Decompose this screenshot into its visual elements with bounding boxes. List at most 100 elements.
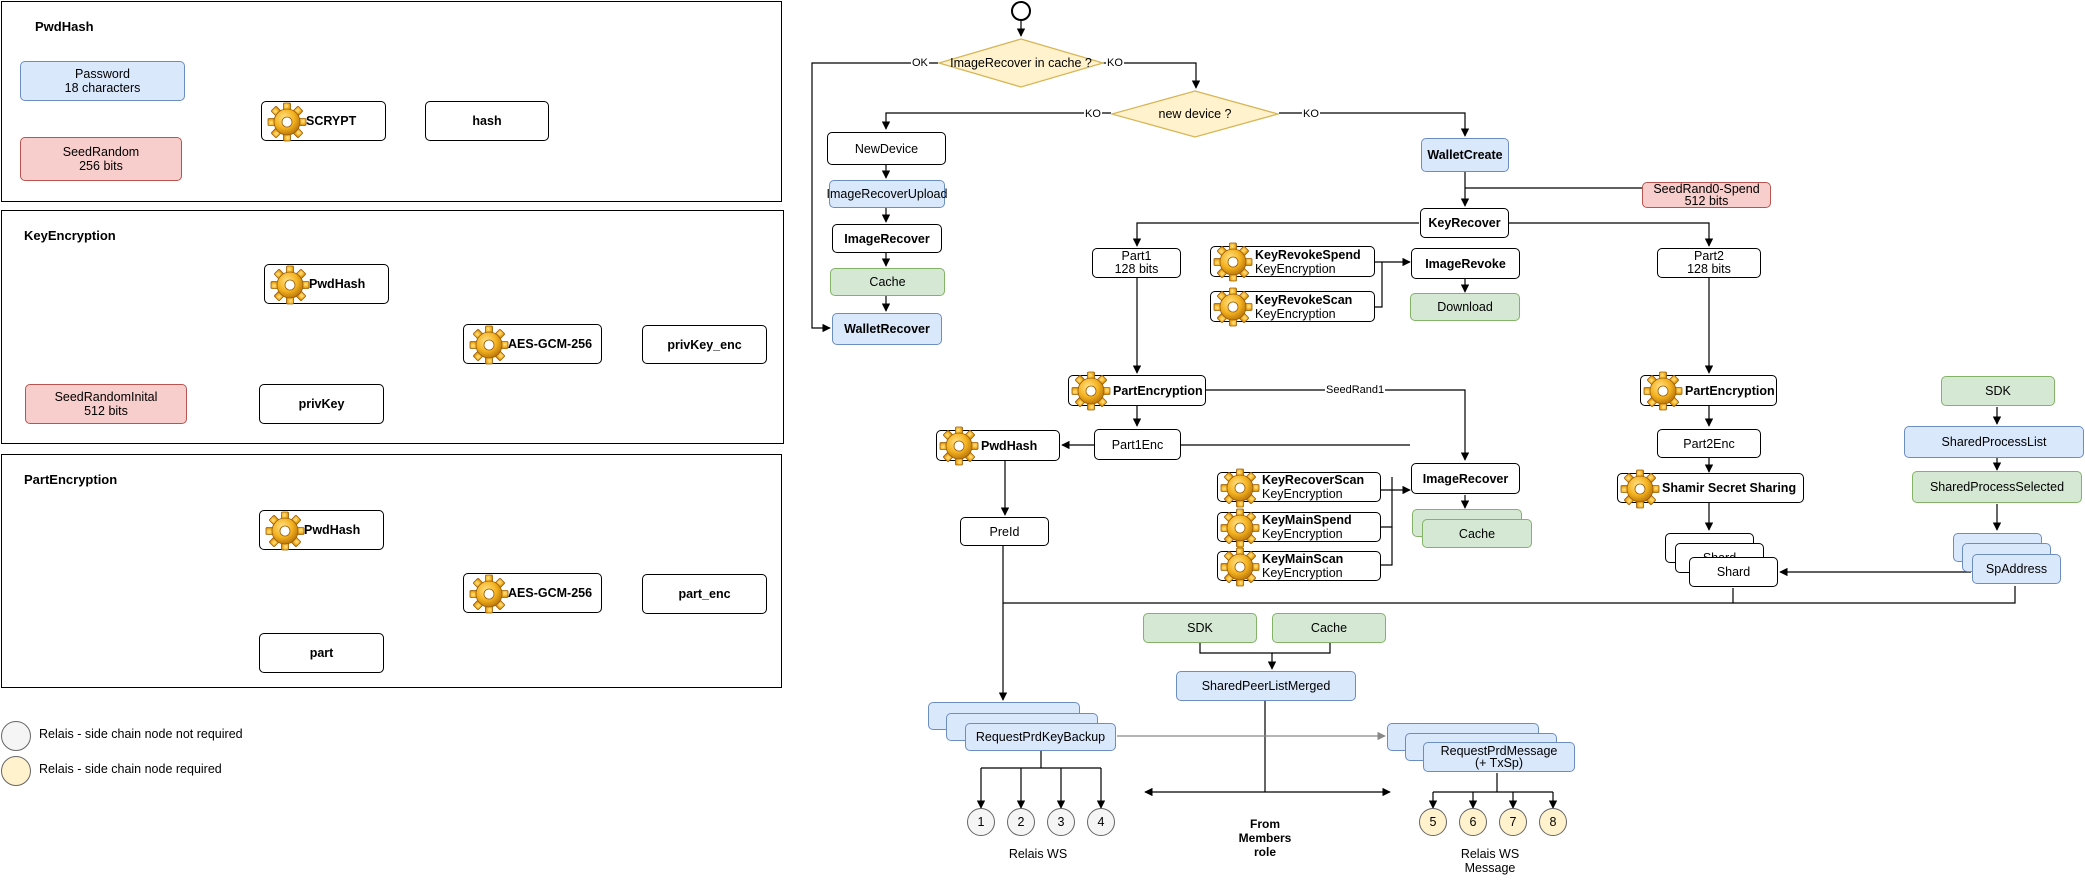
key-enc-pwdhash-label: PwdHash [309,277,366,291]
from-members-role-line3: role [1253,845,1276,859]
part-enc-aes-node: AES-GCM-256 [463,573,602,613]
legend-grey-swatch [1,721,31,751]
part-enc-pwdhash-node: PwdHash [259,510,384,550]
decision-cache-label: ImageRecover in cache ? [950,56,1092,70]
relais-node-1: 1 [967,808,995,836]
seed-random-initial-label: SeedRandomInital [54,390,158,404]
key-revoke-scan-label: KeyRevokeScan [1255,292,1353,307]
part1-node: Part1 128 bits [1092,248,1181,278]
part2-node: Part2 128 bits [1657,248,1761,278]
shard-node: Shard [1689,557,1778,587]
key-main-spend-detail: KeyEncryption [1262,527,1343,541]
part1-label: Part1 [1121,249,1152,263]
gear-icon [1220,547,1260,587]
key-recover-scan-label: KeyRecoverScan [1262,473,1365,487]
key-revoke-spend-label: KeyRevokeSpend [1255,247,1361,262]
download-node: Download [1410,293,1520,321]
request-prd-message-node: RequestPrdMessage (+ TxSp) [1423,742,1575,772]
key-main-spend-label: KeyMainSpend [1262,513,1352,527]
gear-icon [265,511,305,551]
shamir-secret-sharing-node: Shamir Secret Sharing [1617,473,1804,503]
part-encryption-2-node: PartEncryption [1640,375,1777,406]
legend-yellow-swatch [1,756,31,786]
part-enc-output-node: part_enc [642,574,767,614]
part2-enc-node: Part2Enc [1657,429,1761,458]
gear-icon [1643,371,1683,411]
key-enc-aes-node: AES-GCM-256 [463,324,602,364]
decision-new-device: new device ? [1111,90,1279,138]
pwdhash-node: PwdHash [936,430,1060,461]
seed-rand0-spend-label: SeedRand0-Spend [1653,182,1760,196]
cache-node: Cache [830,268,945,296]
relais-node-4: 4 [1087,808,1115,836]
gear-icon [469,574,509,614]
gear-icon [469,325,509,365]
relais-ws-message-line2: Message [1464,861,1516,875]
pre-id-node: PreId [960,517,1049,546]
seed-random-detail: 256 bits [79,159,123,173]
panel-pwdhash-title: PwdHash [35,19,94,34]
cache-bottom-node: Cache [1272,613,1386,643]
part-encryption-1-node: PartEncryption [1068,375,1206,406]
gear-icon [270,265,310,305]
gear-icon [1213,242,1253,282]
scrypt-label: SCRYPT [306,114,357,128]
legend-required-label: Relais - side chain node required [39,762,222,776]
password-label: Password [75,67,130,81]
gear-icon [267,102,307,142]
request-prd-message-label: RequestPrdMessage [1440,744,1558,758]
panel-part-encryption [1,454,782,688]
seed-random-initial-detail: 512 bits [84,404,128,418]
part2-label: Part2 [1694,249,1724,263]
key-recover-scan-detail: KeyEncryption [1262,487,1343,501]
shared-peer-list-merged-node: SharedPeerListMerged [1176,671,1356,701]
gear-icon [1220,468,1260,508]
relais-node-2: 2 [1007,808,1035,836]
gear-icon [1213,287,1253,327]
from-members-role-line1: From [1250,817,1280,831]
from-members-role-label: From Members role [1230,817,1300,859]
hash-node: hash [425,101,549,141]
decision-device-label: new device ? [1158,107,1232,121]
edge-label-ko-device-right: KO [1302,108,1320,120]
part-encryption-1-label: PartEncryption [1113,383,1203,398]
image-recover-2-node: ImageRecover [1411,463,1520,494]
key-main-scan-label: KeyMainScan [1262,552,1344,566]
gear-icon [1220,508,1260,548]
privkey-enc-node: privKey_enc [642,325,767,364]
decision-shape [938,38,1104,88]
edge-label-seed-rand1: SeedRand1 [1325,384,1386,396]
from-members-role-line2: Members [1238,831,1292,845]
decision-image-recover-in-cache: ImageRecover in cache ? [938,38,1104,88]
seed-random-initial-node: SeedRandomInital 512 bits [25,384,187,424]
shamir-label: Shamir Secret Sharing [1662,481,1797,495]
edge-label-ko-device-left: KO [1084,108,1102,120]
key-revoke-scan-detail: KeyEncryption [1255,306,1336,321]
relais-node-6: 6 [1459,808,1487,836]
cache-2-node: Cache [1422,519,1532,548]
image-recover-upload-node: ImageRecoverUpload [827,180,947,208]
part1-enc-node: Part1Enc [1094,429,1181,460]
decision-shape [1111,90,1279,138]
image-recover-node: ImageRecover [832,224,942,253]
key-enc-pwdhash-node: PwdHash [264,264,389,304]
pwdhash-label: PwdHash [981,438,1038,453]
key-revoke-spend-detail: KeyEncryption [1255,261,1336,276]
request-prd-message-detail: (+ TxSp) [1474,756,1524,770]
part-enc-aes-label: AES-GCM-256 [508,586,593,600]
sdk-right-node: SDK [1941,376,2055,406]
seed-random-node: SeedRandom 256 bits [20,137,182,181]
gear-icon [939,426,979,466]
key-main-scan-detail: KeyEncryption [1262,566,1343,580]
seed-rand0-spend-detail: 512 bits [1684,194,1729,208]
legend-not-required-label: Relais - side chain node not required [39,727,243,741]
new-device-node: NewDevice [827,132,946,165]
part2-detail: 128 bits [1687,262,1731,276]
relais-node-8: 8 [1539,808,1567,836]
panel-part-encryption-title: PartEncryption [24,472,118,487]
password-node: Password 18 characters [20,61,185,101]
